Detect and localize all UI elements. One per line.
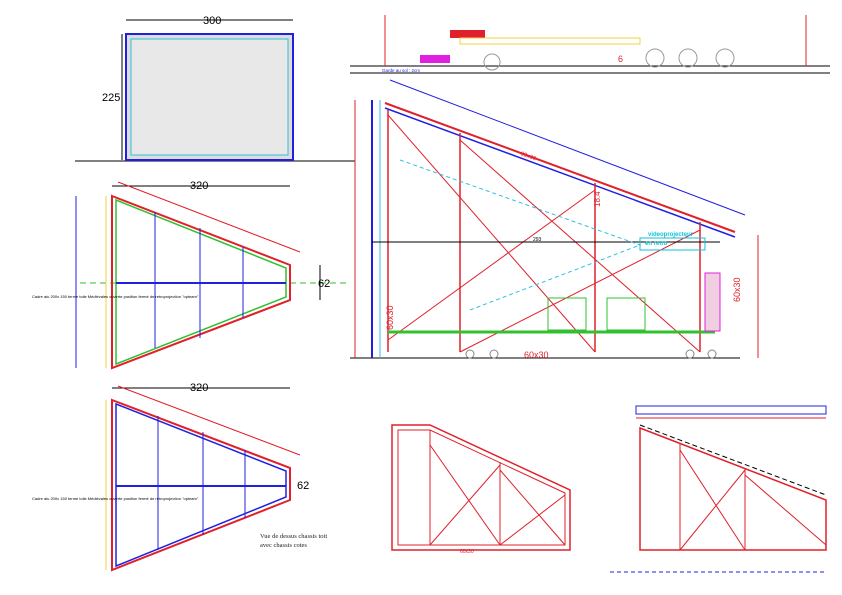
height-6-dim: 6 <box>618 54 623 64</box>
top2-caption-line1: Vue de dessus chassis toit <box>260 533 327 540</box>
top1-width-dim: 320 <box>190 180 208 192</box>
top-view-2: 320 62 Cadre alu 200x 150 terme toile Mé… <box>32 382 327 572</box>
post-dim-right: 60x30 <box>732 277 742 302</box>
top1-end-dim: 62 <box>318 278 330 290</box>
top-elevation: Garde au sol : 2cm 6 <box>350 15 830 74</box>
front-height-dim: 225 <box>102 92 120 104</box>
main-side-view: videoprojecteur en retro 60x30 60x30 60x… <box>350 79 759 360</box>
top2-end-dim: 62 <box>297 480 309 492</box>
bottom-dim: 60x30 <box>460 549 474 555</box>
projector-label-line1: videoprojecteur <box>648 232 694 238</box>
top2-caption-line2: avec chassis cotes <box>260 542 307 549</box>
span-dim: 293 <box>533 237 542 243</box>
front-panel-view: 300 225 <box>75 15 355 162</box>
bottom-right-view <box>610 405 827 573</box>
top-view-1: 320 62 Cadre alu 200x 150 terme toile Mé… <box>32 180 350 370</box>
roof-dim: 60x30 <box>519 151 537 162</box>
beam-dim: 60x30 <box>524 350 549 360</box>
top1-note: Cadre alu 200x 150 terme toile Médiévale… <box>32 294 199 299</box>
ground-clearance-label: Garde au sol : 2cm <box>382 68 420 73</box>
post-dim-left: 60x30 <box>385 305 395 330</box>
projector-label-line2: en retro <box>645 241 668 247</box>
front-width-dim: 300 <box>203 15 221 27</box>
bottom-middle-view: 60x30 <box>391 424 571 555</box>
top2-width-dim: 320 <box>190 382 208 394</box>
inner-dim: 18.4 <box>593 191 602 207</box>
top2-note: Cadre alu 200x 150 terme toile Médiévale… <box>32 496 199 501</box>
